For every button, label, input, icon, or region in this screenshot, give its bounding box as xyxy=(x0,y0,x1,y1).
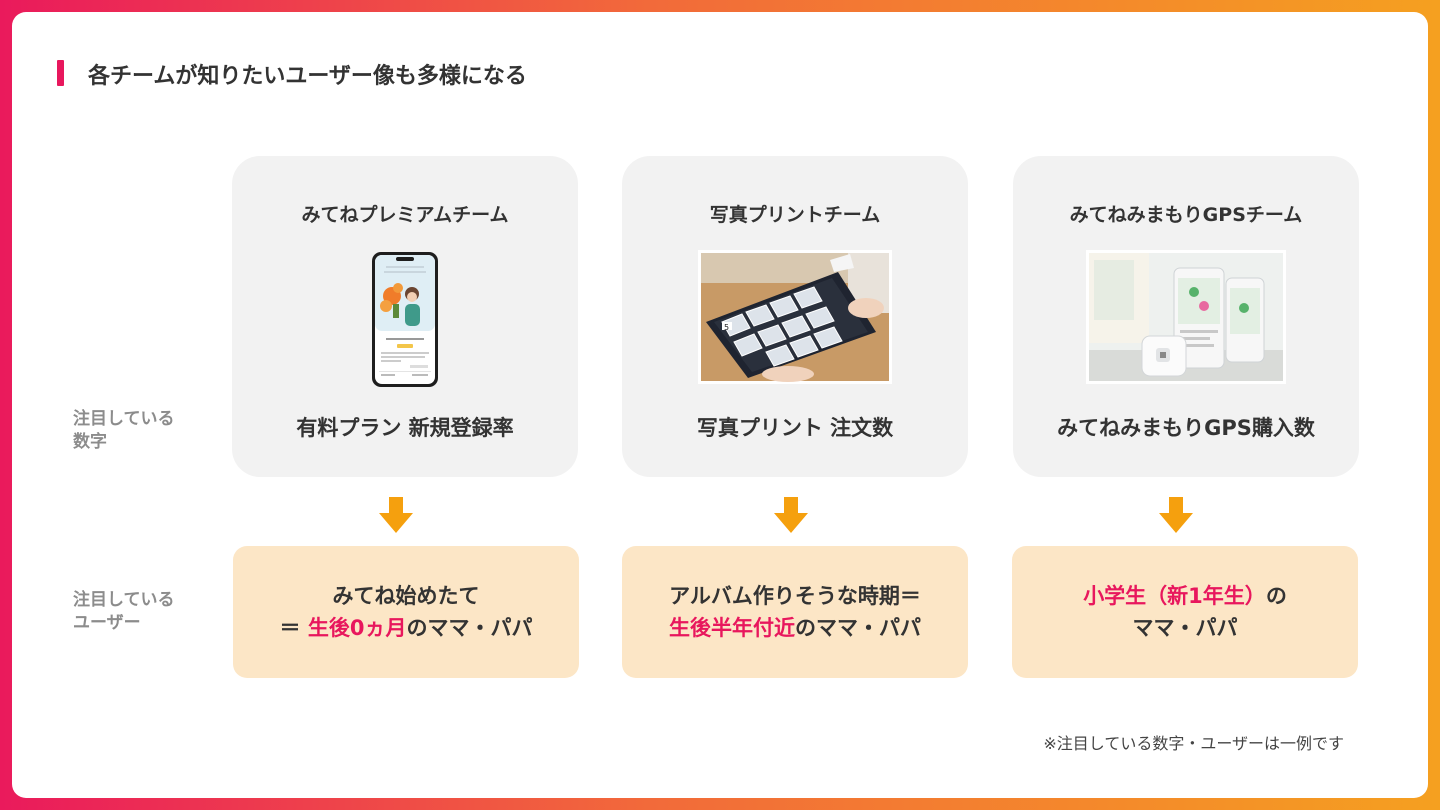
team-name: 写真プリントチーム xyxy=(709,204,881,226)
target-user-box-photo-print: アルバム作りそうな時期＝ 生後半年付近のママ・パパ xyxy=(622,546,968,678)
team-card-gps: みてねみまもりGPSチーム みてねみまもりGPS購入数 xyxy=(1013,156,1359,477)
arrow-down-icon xyxy=(379,497,413,533)
team-card-premium: みてねプレミアムチーム 有料プラン 新規登録率 xyxy=(232,156,578,477)
metric-text: 写真プリント 注文数 xyxy=(696,416,894,440)
footnote: ※注目している数字・ユーザーは一例です xyxy=(1043,734,1344,753)
page-title: 各チームが知りたいユーザー像も多様になる xyxy=(88,64,527,89)
row-label-user: 注目している ユーザー xyxy=(73,590,175,633)
user-line-1: アルバム作りそうな時期＝ xyxy=(669,584,921,608)
team-name: みてねプレミアムチーム xyxy=(301,204,509,226)
title-accent-bar xyxy=(57,60,64,86)
smartphone-app-screenshot xyxy=(372,252,438,387)
slide: 各チームが知りたいユーザー像も多様になる 注目している 数字 注目している ユー… xyxy=(12,12,1428,798)
user-line-2: 生後半年付近のママ・パパ xyxy=(669,616,921,640)
user-line-1: みてね始めたて xyxy=(332,584,480,608)
svg-text:5: 5 xyxy=(724,323,729,332)
team-name: みてねみまもりGPSチーム xyxy=(1069,204,1303,226)
gps-device-image xyxy=(1086,250,1286,384)
metric-text: 有料プラン 新規登録率 xyxy=(296,416,514,440)
user-line-2: ＝ 生後0ヵ月のママ・パパ xyxy=(279,616,533,640)
highlight-text: 生後0ヵ月 xyxy=(307,616,407,640)
arrow-down-icon xyxy=(1159,497,1193,533)
arrow-down-icon xyxy=(774,497,808,533)
metric-text: みてねみまもりGPS購入数 xyxy=(1057,416,1315,440)
user-line-2: ママ・パパ xyxy=(1132,616,1238,640)
photo-album-image: 5 xyxy=(698,250,892,384)
highlight-text: 小学生（新1年生） xyxy=(1083,584,1266,608)
target-user-box-gps: 小学生（新1年生）の ママ・パパ xyxy=(1012,546,1358,678)
highlight-text: 生後半年付近 xyxy=(669,616,795,640)
target-user-box-premium: みてね始めたて ＝ 生後0ヵ月のママ・パパ xyxy=(233,546,579,678)
user-line-1: 小学生（新1年生）の xyxy=(1083,584,1287,608)
team-card-photo-print: 写真プリントチーム 5 xyxy=(622,156,968,477)
row-label-metric: 注目している 数字 xyxy=(73,409,175,452)
